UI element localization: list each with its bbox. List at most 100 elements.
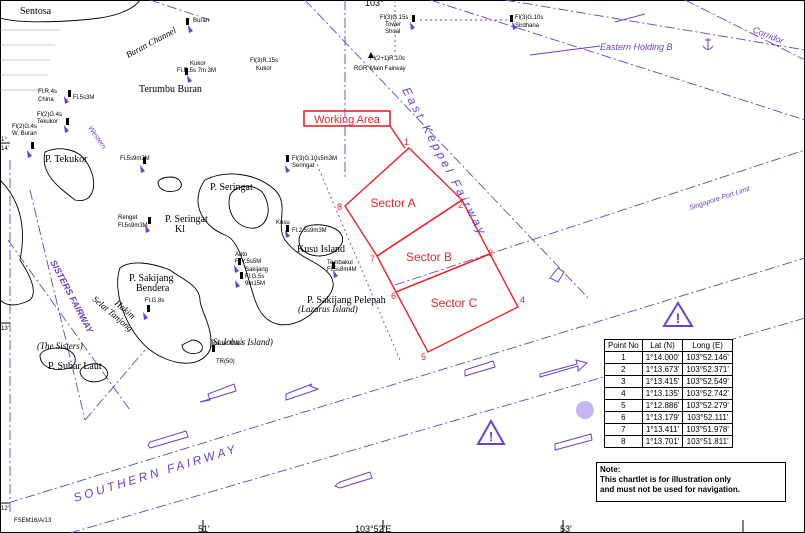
latitude-14-label: 14' <box>1 146 9 152</box>
main-fairway-label: Main Fairway <box>370 66 406 72</box>
fl-g-8s-label: Fl.G.8s <box>145 298 164 304</box>
st-johns-pier <box>181 339 203 355</box>
kusu-fl-label: Fl.2.5s9m3M <box>292 228 327 234</box>
long-cell: 103°52.742' <box>682 387 733 400</box>
anto-label: Anto <box>235 252 248 258</box>
working-area-label: Working Area <box>314 114 381 126</box>
lat-cell: 1°13.415' <box>641 375 684 388</box>
rgr-label: RGR <box>354 66 368 72</box>
disclaimer-note: Note: This chartlet is for illustration … <box>596 462 786 502</box>
point-7-label: 7 <box>370 254 375 264</box>
buran-fl-label: Fl.R.4s <box>38 89 57 95</box>
long-cell: 103°51.811' <box>682 435 733 448</box>
svg-text:!: ! <box>676 310 681 326</box>
point-cell: 2 <box>604 363 643 376</box>
lat-cell: 1°13.701' <box>641 435 684 448</box>
eastern-holding-b-label: Eastern Holding B <box>600 42 673 52</box>
kusu-island-coast <box>298 224 343 257</box>
southern-fairway-label: SOUTHERN FAIRWAY <box>72 441 240 504</box>
p-sakijang-pelepah-label: P. Sakijang Pelepah <box>307 295 386 306</box>
lat-cell: 1°12.886' <box>641 399 684 412</box>
anchor-icon <box>702 38 714 50</box>
sector-c-label: Sector C <box>431 296 478 310</box>
top-longitude-label: 103° <box>365 0 384 8</box>
long-cell: 103°52.111' <box>682 411 733 424</box>
long-cell: 103°52.549' <box>682 375 733 388</box>
lat-cell: 1°13.179' <box>641 411 684 424</box>
point-1-label: 1 <box>404 137 409 147</box>
sentosa-land-pattern <box>0 29 60 91</box>
note-line-1: This chartlet is for illustration only <box>600 475 732 484</box>
light-flare-symbols <box>27 22 517 320</box>
note-line-2: and must not be used for navigation. <box>600 485 741 494</box>
p-subar-laut-label: P. Subar Laut <box>48 361 102 372</box>
point-4-label: 4 <box>520 295 525 305</box>
border-labels: 51' 103°52'E 53' 103° 1° 14' 13' 12' FSE… <box>1 0 572 533</box>
buran-channel-label: Buran Channel <box>124 25 178 60</box>
main-fairway-light-char: Fl(2+1)R.10s <box>370 56 405 62</box>
p-tekukor-label: P. Tekukor <box>45 154 88 165</box>
point-cell: 3 <box>604 375 643 388</box>
buran-light-label: Buran <box>193 18 209 24</box>
western-label: Western <box>86 125 107 150</box>
header-long: Long (E) <box>682 339 733 352</box>
kl-label: Kl <box>175 224 185 235</box>
fl3r-kukor-label: Kukor <box>256 66 272 72</box>
long-cell: 103°51.978' <box>682 423 733 436</box>
fl2g-w-buran-label: Fl(2)G.4s <box>12 124 37 130</box>
point-8-label: 8 <box>337 202 342 212</box>
header-lat: Lat (N) <box>641 339 684 352</box>
sentosa-label: Sentosa <box>20 6 52 17</box>
fl2g-label: Fl(2)G.4s <box>37 112 62 118</box>
sentosa-coast <box>0 0 141 23</box>
seringat-label: Seringat <box>292 163 315 169</box>
traffic-direction-arrows <box>147 13 646 489</box>
seringat-fl-label: Fl(3)G.10s5m3M <box>292 156 337 162</box>
longitude-53-label: 53' <box>560 524 572 533</box>
p-seringat-kl-label: P. Seringat <box>165 214 208 225</box>
tembakul-fl-label: Fl.5s8m4M <box>327 267 357 273</box>
chart-code-label: FSEM16/A/13 <box>14 518 52 524</box>
point-cell: 4 <box>604 387 643 400</box>
note-title: Note: <box>600 465 621 474</box>
tr-label: TR(50) <box>216 359 235 365</box>
caution-triangle-top: ! <box>662 301 694 327</box>
longitude-51-label: 51' <box>198 524 210 533</box>
corridor-label: Corridor <box>751 25 786 47</box>
point-cell: 7 <box>604 423 643 436</box>
caution-triangle-bottom: ! <box>476 418 506 445</box>
long-cell: 103°52.146' <box>682 351 733 364</box>
latitude-deg-label: 1° <box>1 137 7 143</box>
china-label: China <box>38 97 54 103</box>
anto-fl-label: Fl.Y.5s5M <box>235 259 261 265</box>
lazarus-island-label: (Lazarus Island) <box>298 304 358 314</box>
point-5-label: 5 <box>421 352 426 362</box>
header-point-no: Point No <box>604 339 643 352</box>
point-2-label: 2 <box>458 200 463 210</box>
working-area-leader <box>389 125 406 149</box>
point-cell: 5 <box>604 399 643 412</box>
renget-fl-label: Fl.5s9m3M <box>118 223 148 229</box>
renget-label: Renget <box>118 215 138 221</box>
tembakul-label: Tembakul <box>327 260 353 266</box>
kukor-light-char: Fl.R.5s 7m 3M <box>177 68 216 74</box>
p-sakijang-bendera-coast <box>117 262 212 364</box>
radar-mast-label: Radar Mast <box>212 341 243 347</box>
kukor-label: Kukor <box>190 61 206 67</box>
lat-cell: 1°14.000' <box>641 351 684 364</box>
sakijang-fl2-label: 9m15M <box>245 281 265 287</box>
tekukor-light-label: Tekukor <box>37 119 58 125</box>
p-seringat-coast <box>157 176 182 193</box>
kusu-island-label: Kusu Island <box>297 244 345 255</box>
kusu-label: Kusu <box>276 220 290 226</box>
point-6-label: 6 <box>391 291 396 301</box>
the-sisters-coast <box>39 347 76 370</box>
fl3g-shoal-char: Fl(3)G.15s <box>380 15 408 21</box>
st-johns-lazarus-coast <box>197 173 334 326</box>
